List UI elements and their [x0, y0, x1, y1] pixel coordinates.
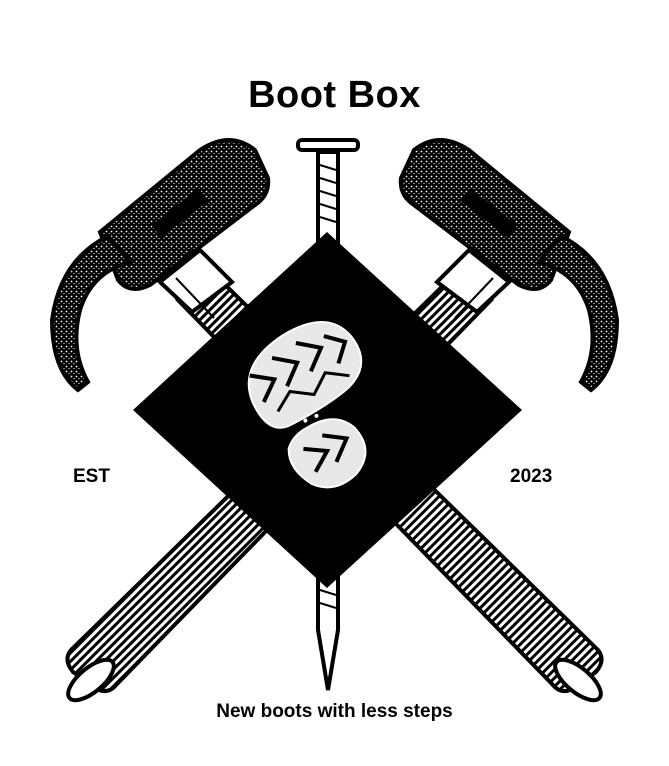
brand-title: Boot Box [248, 74, 421, 116]
established-label: EST [73, 466, 110, 487]
diamond-badge [133, 232, 522, 588]
established-year: 2023 [510, 466, 553, 487]
boot-print-icon [247, 321, 367, 489]
tagline: New boots with less steps [216, 701, 453, 722]
